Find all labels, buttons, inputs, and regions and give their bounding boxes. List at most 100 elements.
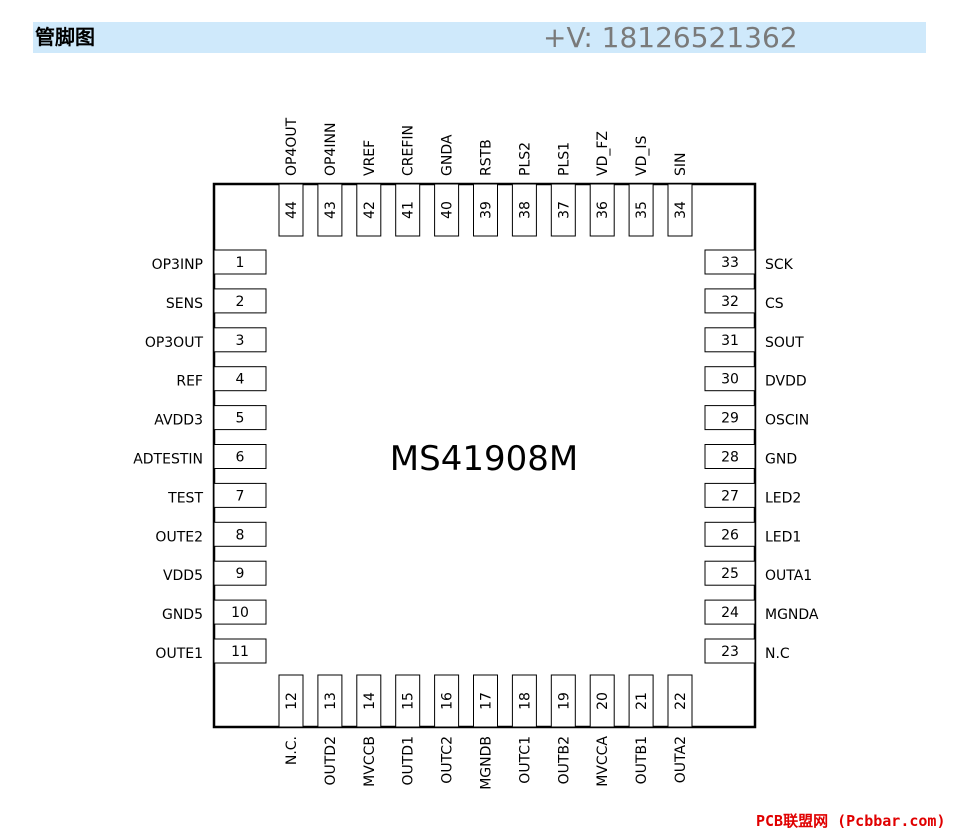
pin-label: OUTE1 (155, 646, 203, 662)
pin-label: MVCCB (362, 736, 378, 787)
pin-number: 9 (236, 566, 245, 582)
pin-number: 3 (236, 333, 245, 349)
watermark: PCB联盟网 (Pcbbar.com) (756, 812, 946, 830)
pin-box (704, 444, 756, 469)
pin-label: CS (765, 296, 784, 312)
pin-box (667, 183, 693, 237)
pin-box (667, 674, 693, 728)
pin-box (213, 366, 267, 392)
pin-box (278, 674, 304, 728)
pin-number: 23 (721, 644, 739, 660)
pin-number: 13 (323, 692, 339, 710)
pin-number: 38 (517, 201, 533, 219)
pin-box (434, 183, 460, 237)
pin-number: 26 (721, 527, 739, 543)
pin-label: MGNDB (479, 736, 495, 790)
pin-label: OP4OUT (284, 117, 300, 176)
pin-label: OUTA2 (673, 736, 689, 783)
pin-label: TEST (167, 490, 203, 506)
pin-label: LED1 (765, 529, 801, 545)
pin-box (704, 366, 756, 392)
pin-box (511, 183, 537, 237)
pin-number: 35 (634, 201, 650, 219)
pin-label: OUTC1 (517, 736, 533, 784)
pin-label: MVCCA (595, 736, 611, 787)
pin-label: OUTB1 (634, 736, 650, 784)
pin-label: VD_FZ (595, 131, 611, 176)
pin-number: 27 (721, 488, 739, 504)
pin-label: GND5 (162, 607, 203, 623)
pin-number: 5 (236, 411, 245, 427)
pins-layer: 1OP3INP2SENS3OP3OUT4REF5AVDD36ADTESTIN7T… (133, 117, 819, 789)
pin-number: 28 (721, 450, 739, 466)
pin-box (704, 638, 756, 664)
pin-box (704, 249, 756, 275)
pin-box (395, 674, 421, 728)
pin-number: 24 (721, 605, 739, 621)
pin-box (213, 249, 267, 275)
pin-number: 2 (236, 294, 245, 310)
pin-box (213, 482, 267, 508)
pin-box (317, 674, 343, 728)
pin-box (628, 674, 654, 728)
pin-box (213, 521, 267, 547)
pin-label: PLS2 (517, 142, 533, 176)
pin-number: 1 (236, 255, 245, 271)
pin-box (213, 405, 267, 431)
pin-box (278, 183, 304, 237)
pin-label: N.C. (284, 736, 300, 765)
pin-box (704, 599, 756, 625)
pin-box (511, 674, 537, 728)
pin-box (213, 599, 267, 625)
pin-label: VREF (362, 140, 378, 176)
pin-number: 29 (721, 411, 739, 427)
pin-box (395, 183, 421, 237)
pin-label: VD_IS (634, 136, 650, 176)
pin-number: 10 (231, 605, 249, 621)
pin-box (473, 183, 498, 237)
pin-box (589, 183, 615, 237)
pin-number: 11 (231, 644, 249, 660)
pin-box (356, 674, 382, 728)
pin-label: OP4INN (323, 123, 339, 176)
pin-label: SOUT (765, 335, 804, 351)
pin-box (704, 327, 756, 353)
pin-number: 34 (673, 201, 689, 219)
pin-label: PLS1 (556, 142, 572, 176)
pin-number: 18 (517, 692, 533, 710)
pin-label: LED2 (765, 490, 801, 506)
pin-label: CREFIN (401, 125, 417, 176)
pin-label: OP3INP (152, 257, 203, 273)
pin-label: OUTD2 (323, 736, 339, 786)
pin-number: 44 (284, 201, 300, 219)
pin-box (213, 288, 267, 314)
pin-number: 7 (236, 488, 245, 504)
pin-box (589, 674, 615, 728)
pin-number: 42 (362, 201, 378, 219)
pin-label: RSTB (479, 139, 495, 176)
pin-label: REF (176, 374, 203, 390)
pin-label: OUTE2 (155, 529, 203, 545)
pin-label: OSCIN (765, 413, 809, 429)
pin-box (213, 560, 267, 586)
pin-number: 15 (401, 692, 417, 710)
pin-number: 8 (236, 527, 245, 543)
pin-number: 17 (479, 692, 495, 710)
pin-number: 22 (673, 692, 689, 710)
pin-box (704, 482, 756, 508)
pin-label: VDD5 (163, 568, 203, 584)
pin-number: 32 (721, 294, 739, 310)
pin-number: 16 (440, 692, 456, 710)
pin-box (473, 674, 498, 728)
pin-box (704, 521, 756, 547)
pin-number: 41 (401, 201, 417, 219)
pin-number: 12 (284, 692, 300, 710)
pin-label: DVDD (765, 374, 807, 390)
pin-number: 39 (479, 201, 495, 219)
pin-box (550, 183, 576, 237)
pin-box (213, 444, 267, 469)
pin-box (317, 183, 343, 237)
pin-label: MGNDA (765, 607, 819, 623)
pin-number: 37 (556, 201, 572, 219)
